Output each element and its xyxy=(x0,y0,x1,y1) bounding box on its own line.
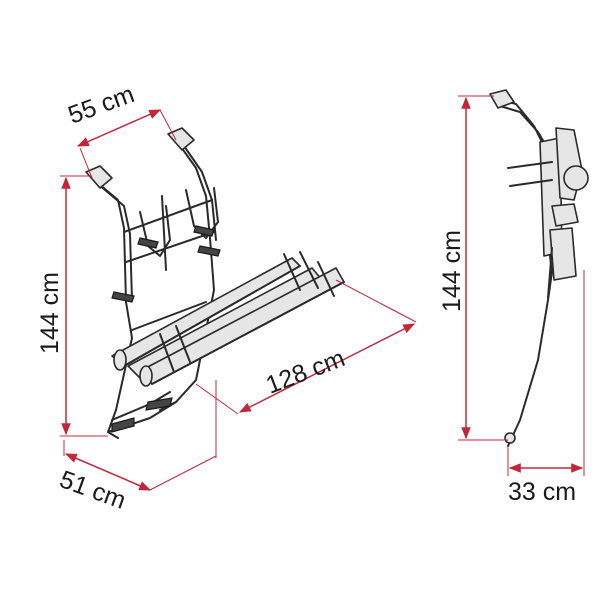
side-view-rack xyxy=(489,89,589,447)
dim-label-depth: 51 cm xyxy=(56,465,130,515)
dim-label-front-height: 144 cm xyxy=(36,272,64,354)
dim-label-length: 128 cm xyxy=(262,344,349,400)
front-view-rack xyxy=(85,127,345,439)
dim-label-side-height: 144 cm xyxy=(438,230,466,312)
dim-label-top-width: 55 cm xyxy=(64,80,138,130)
dimension-lines xyxy=(60,95,585,491)
dim-label-side-depth: 33 cm xyxy=(508,478,576,506)
